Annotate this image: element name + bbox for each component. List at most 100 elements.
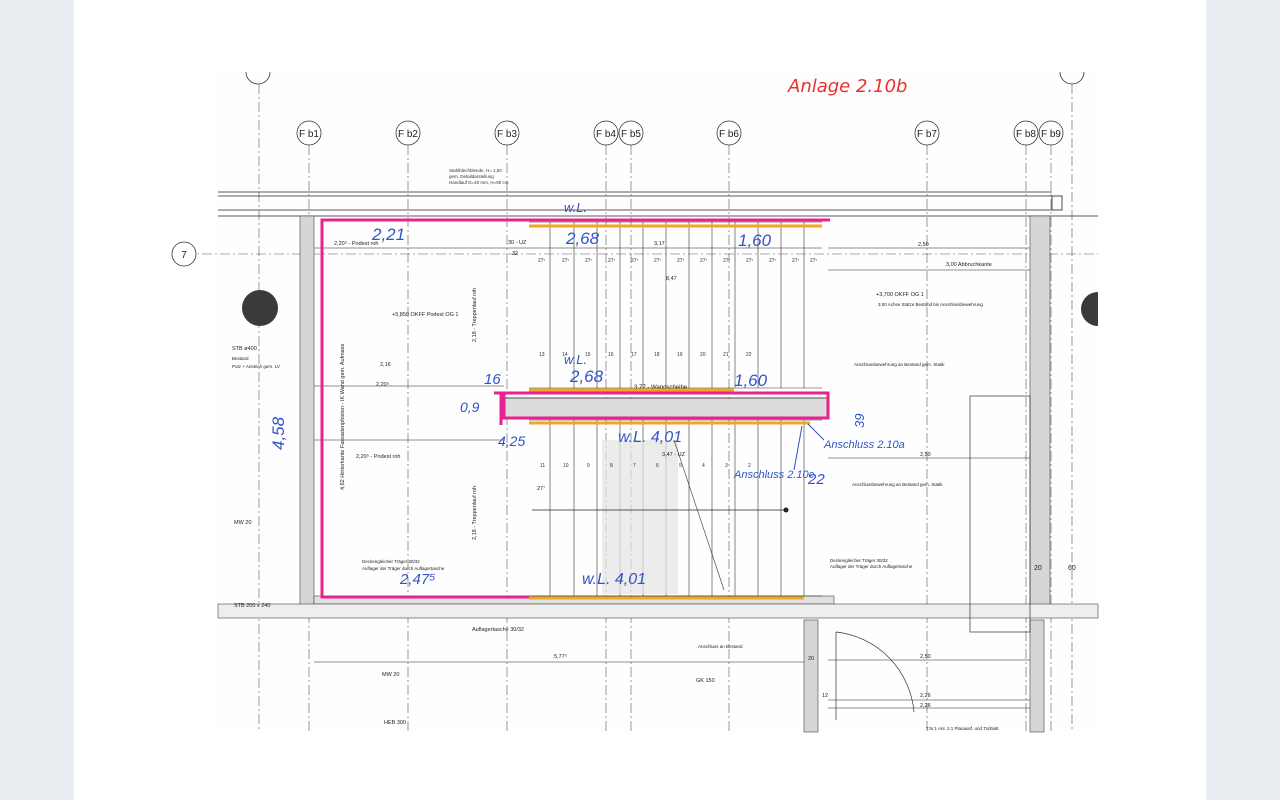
svg-text:Putz + Anstrich gem. LV: Putz + Anstrich gem. LV	[232, 364, 280, 369]
axis-fb7: F b7	[914, 120, 940, 146]
hw-16: 16	[484, 371, 501, 388]
svg-text:27⁷: 27⁷	[537, 485, 545, 492]
wandscheibe	[503, 397, 829, 419]
axis-fb6: F b6	[716, 120, 742, 146]
svg-text:7: 7	[633, 463, 636, 469]
hw-268-mid: 2,68	[569, 367, 604, 386]
plan-labels: 2,20⁵ - Podest roh 30 - UZ 32 3,17 8,47 …	[232, 240, 1076, 731]
top-note: Stahlblechblende, H= 1,50 gem. Detaildar…	[449, 168, 509, 185]
svg-text:2,20⁵ - Podest roh: 2,20⁵ - Podest roh	[356, 453, 400, 460]
hw-anschluss-210c: Anschluss 2.10c	[733, 469, 815, 481]
hw-160-mid: 1,60	[734, 371, 768, 390]
axis-fb1: F b1	[296, 120, 322, 146]
dimension-lines	[314, 247, 1030, 709]
svg-text:2,16: 2,16	[380, 362, 391, 368]
svg-text:STB 200 x 240: STB 200 x 240	[234, 603, 270, 609]
svg-text:3,00 Abbruchkante: 3,00 Abbruchkante	[946, 262, 992, 268]
hw-268-top: 2,68	[565, 229, 600, 248]
svg-text:F b2: F b2	[398, 129, 418, 140]
document-page: F b1 F b2 F b3 F b4 F b5 F b6 F b7 F b8 …	[74, 0, 1206, 800]
column-stb-d400	[242, 290, 278, 326]
svg-text:27⁷: 27⁷	[654, 258, 662, 264]
svg-text:2,50: 2,50	[920, 654, 931, 660]
svg-text:Auflager der Träger durch Aufl: Auflager der Träger durch Auflagertasche	[362, 566, 445, 571]
svg-text:2,20⁵ - Podest roh: 2,20⁵ - Podest roh	[334, 240, 378, 247]
upper-stair-run	[529, 221, 822, 389]
hw-wl-401-bot: w.L. 4,01	[582, 571, 646, 588]
walls	[217, 215, 1099, 733]
svg-text:Anschlussbewehrung an Bestand: Anschlussbewehrung an Bestand gem. Stati…	[852, 482, 943, 487]
walk-line-end	[783, 507, 789, 513]
svg-text:5: 5	[679, 463, 682, 469]
svg-text:17: 17	[631, 352, 637, 358]
svg-text:15: 15	[585, 352, 591, 358]
blue-arrows	[793, 423, 825, 471]
svg-text:HEB 300: HEB 300	[384, 720, 406, 726]
hw-wl-mid: w.L.	[564, 352, 587, 367]
svg-text:GK 150: GK 150	[696, 678, 715, 684]
svg-text:10: 10	[563, 463, 569, 469]
hw-39: 39	[852, 414, 867, 428]
axis-fb4: F b4	[593, 120, 619, 146]
facade-lines	[218, 191, 1098, 217]
svg-text:27⁷: 27⁷	[585, 258, 593, 264]
hw-160-top: 1,60	[738, 231, 772, 250]
stair-arrow	[673, 439, 725, 591]
svg-text:18: 18	[654, 352, 660, 358]
svg-text:Deckengleicher Träger 30/32: Deckengleicher Träger 30/32	[362, 559, 420, 564]
hw-wl-top: w.L.	[564, 200, 587, 215]
svg-text:20: 20	[1034, 565, 1042, 572]
svg-text:27⁷: 27⁷	[723, 258, 731, 264]
svg-text:60: 60	[1068, 565, 1076, 572]
svg-text:27⁷: 27⁷	[538, 258, 546, 264]
svg-text:7: 7	[181, 250, 187, 261]
svg-text:+5,850 OKFF Podest OG 1: +5,850 OKFF Podest OG 1	[392, 312, 459, 318]
svg-text:27⁷: 27⁷	[562, 258, 570, 264]
annotation-anlage: Anlage 2.10b	[787, 76, 907, 97]
svg-text:8,47: 8,47	[666, 276, 677, 282]
svg-text:Anschluss an Bestand: Anschluss an Bestand	[698, 644, 743, 649]
blue-annotations: w.L. 2,21 2,68 1,60 w.L. 2,68 1,60 16 0,…	[269, 200, 905, 588]
svg-text:6: 6	[656, 463, 659, 469]
axis-fb9: F b9	[1038, 120, 1064, 146]
svg-text:13: 13	[539, 352, 545, 358]
svg-text:F b9: F b9	[1041, 129, 1061, 140]
svg-text:27⁷: 27⁷	[631, 258, 639, 264]
svg-text:3: 3	[725, 463, 728, 469]
svg-text:F b3: F b3	[497, 129, 517, 140]
svg-text:2: 2	[748, 463, 751, 469]
svg-text:Handlauf D=40 mm, H=90 cm: Handlauf D=40 mm, H=90 cm	[449, 180, 509, 185]
wall-text: 4,62 Hinterkante Fassadenpfosten - IK Wa…	[340, 344, 346, 490]
axis-7: 7	[171, 241, 197, 267]
svg-text:2,50: 2,50	[918, 242, 929, 248]
svg-text:20: 20	[700, 352, 706, 358]
svg-text:MW 20: MW 20	[234, 520, 251, 526]
axis-fb2: F b2	[395, 120, 421, 146]
svg-text:8: 8	[610, 463, 613, 469]
svg-text:STB ø400: STB ø400	[232, 346, 257, 352]
svg-text:MW 20: MW 20	[382, 672, 399, 678]
orange-marks	[529, 224, 822, 600]
svg-text:16: 16	[608, 352, 614, 358]
svg-text:5,77⁵: 5,77⁵	[554, 653, 567, 660]
svg-text:27⁷: 27⁷	[746, 258, 754, 264]
svg-text:32: 32	[512, 251, 518, 257]
svg-text:Auflager der Träger durch Aufl: Auflager der Träger durch Auflagertasche	[830, 564, 913, 569]
svg-text:Deckengleicher Träger 30/32: Deckengleicher Träger 30/32	[830, 558, 888, 563]
svg-text:27⁷: 27⁷	[810, 258, 818, 264]
svg-text:30 - UZ: 30 - UZ	[508, 240, 527, 246]
hw-2475: 2,47⁵	[399, 571, 436, 588]
svg-text:27⁷: 27⁷	[792, 258, 800, 264]
axis-fb8: F b8	[1013, 120, 1039, 146]
svg-text:F b8: F b8	[1016, 129, 1036, 140]
hw-anschluss-210a: Anschluss 2.10a	[823, 439, 905, 451]
svg-text:F b4: F b4	[596, 129, 616, 140]
treppenlauf-top: 2,18 - Treppenlauf roh	[472, 288, 478, 342]
wandscheibe-label: 3,77 - Wandscheibe	[634, 385, 688, 391]
svg-text:Stahlblechblende, H= 1,50: Stahlblechblende, H= 1,50	[449, 168, 502, 173]
treppenlauf-bottom: 2,18 - Treppenlauf roh	[472, 486, 478, 540]
axis-fb5: F b5	[618, 120, 644, 146]
svg-text:20: 20	[808, 656, 814, 662]
column-right	[1081, 292, 1098, 326]
hw-458: 4,58	[269, 416, 288, 450]
